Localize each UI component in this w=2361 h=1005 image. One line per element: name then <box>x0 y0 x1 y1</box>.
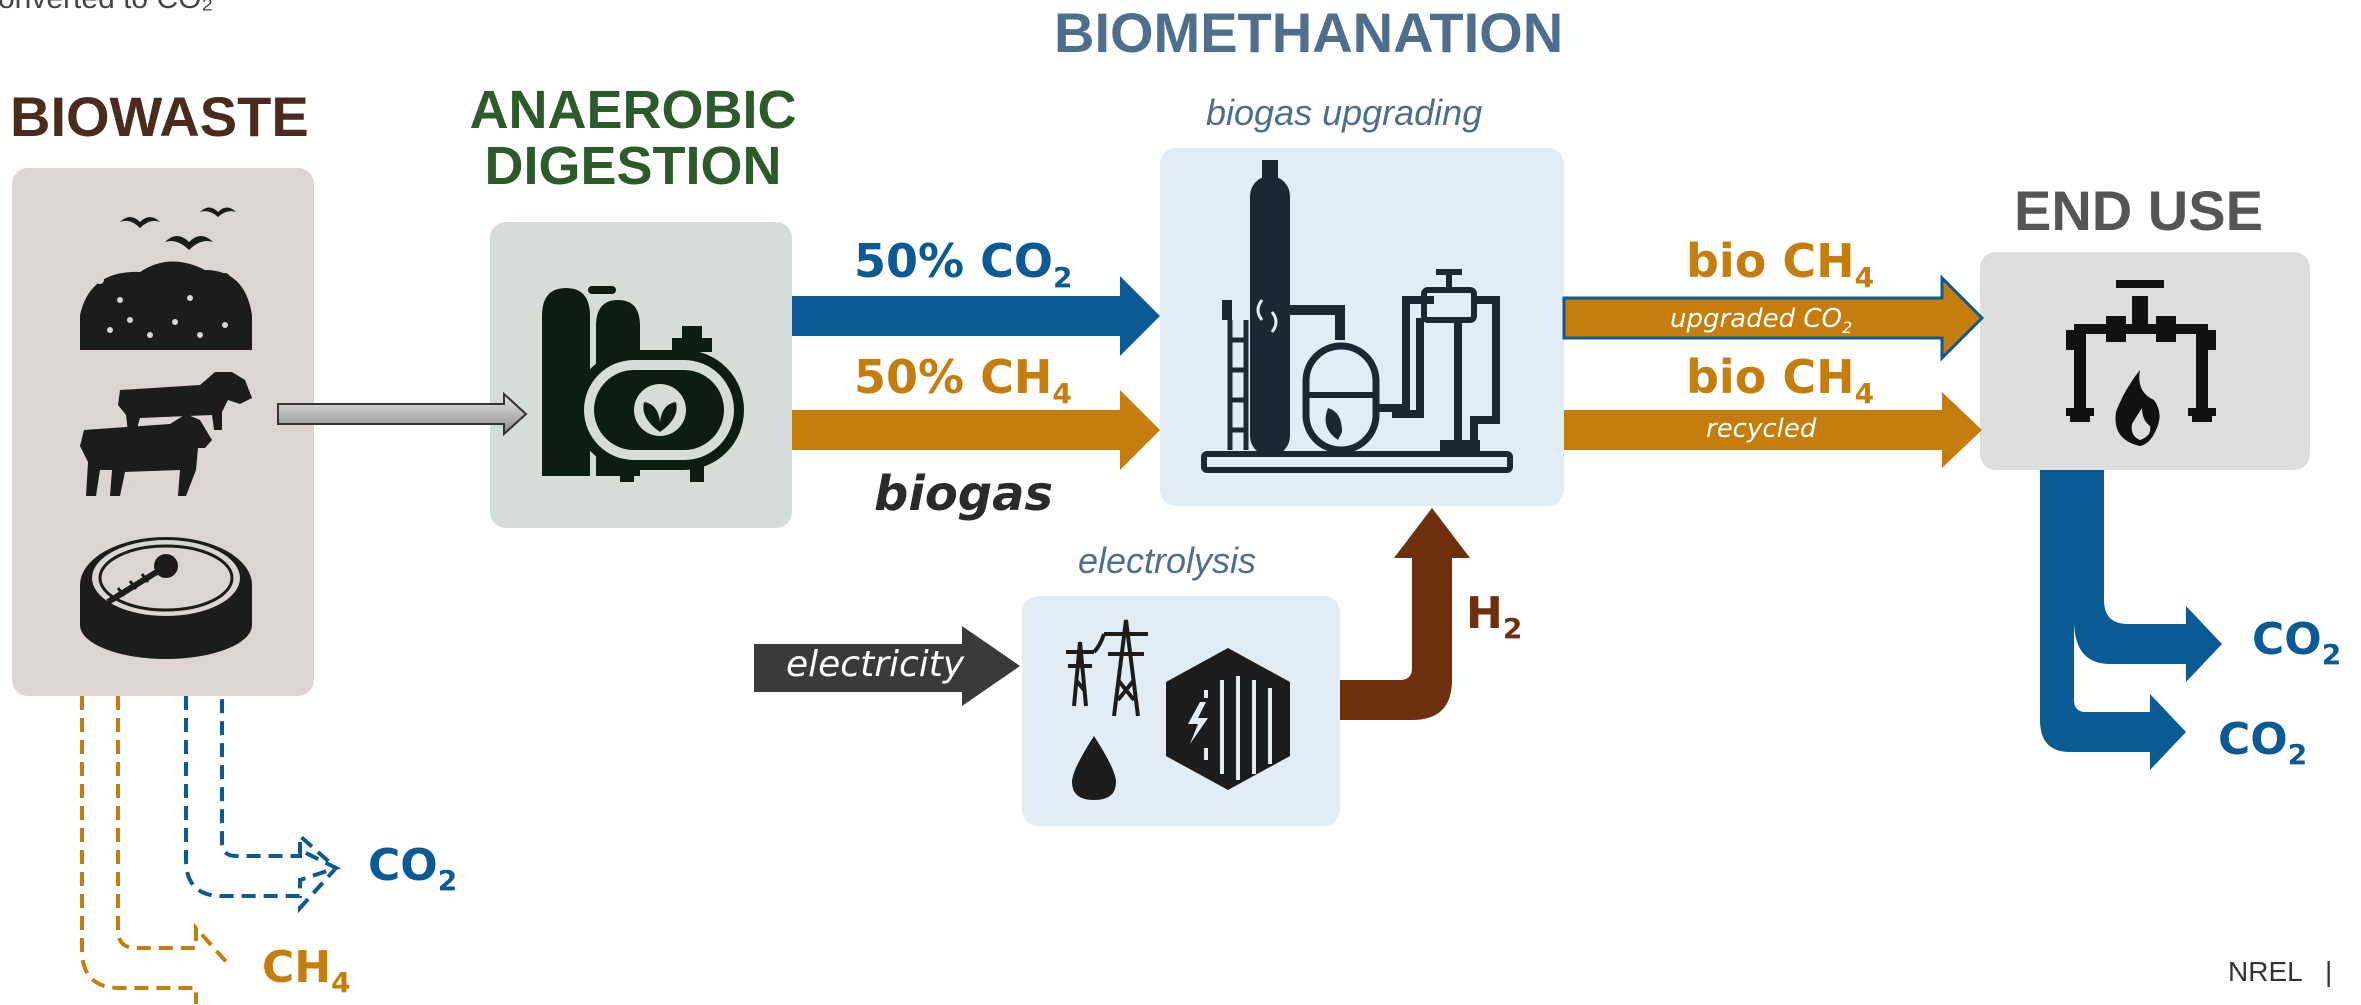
top-left-fragment: onverted to CO₂ <box>0 0 213 16</box>
digestion-title: ANAEROBIC DIGESTION <box>458 82 808 194</box>
electricity-label: electricity <box>786 644 965 685</box>
co2-fraction-label: 50% CO2 <box>854 234 1073 295</box>
co2-leak-arrow <box>184 696 342 914</box>
upgraded-flow-arrow <box>1562 274 1985 362</box>
biomethanation-title: BIOMETHANATION <box>1054 1 1564 64</box>
bio-ch4-upgraded-label: bio CH4 <box>1686 234 1875 295</box>
biowaste-title: BIOWASTE <box>10 85 309 148</box>
ch4-leak-label: CH4 <box>262 942 351 999</box>
cows-icon <box>80 372 252 496</box>
lagoon-icon <box>80 537 252 659</box>
ch4-flow-arrow <box>792 390 1160 470</box>
recycled-flow-arrow <box>1564 392 1982 468</box>
electrolysis-label: electrolysis <box>1078 540 1257 581</box>
feed-arrow <box>277 391 528 437</box>
h2-label: H2 <box>1466 588 1523 645</box>
power-towers-icon <box>1066 619 1148 717</box>
h2-flow-arrow <box>1340 508 1470 720</box>
ch4-fraction-label: 50% CH4 <box>854 350 1072 411</box>
water-drop-icon <box>1072 736 1116 800</box>
ch4-leak-arrow <box>80 696 232 1004</box>
co2-leak-label: CO2 <box>368 840 458 897</box>
digestion-title-line1: ANAEROBIC <box>469 80 797 140</box>
electrolyzer-icon <box>1166 648 1290 790</box>
biogas-upgrading-label: biogas upgrading <box>1206 92 1483 133</box>
co2-output-upper-label: CO2 <box>2252 614 2342 671</box>
recycled-label: recycled <box>1706 414 1817 444</box>
electricity-arrow <box>754 626 1020 706</box>
upgrading-plant-icon <box>1201 160 1513 473</box>
birds-and-compost-icon <box>80 207 252 350</box>
bio-ch4-recycled-label: bio CH4 <box>1686 350 1875 411</box>
co2-output-arrows <box>2040 470 2222 770</box>
end-use-title: END USE <box>2014 179 2263 242</box>
biogas-label: biogas <box>874 466 1054 522</box>
gas-pipe-flame-icon <box>2066 280 2216 446</box>
digester-icon <box>542 286 744 482</box>
upgraded-co2-label: upgraded CO2 <box>1670 304 1853 338</box>
footer-label: NREL | <box>2228 956 2333 987</box>
co2-flow-arrow <box>792 276 1160 356</box>
co2-output-lower-label: CO2 <box>2218 714 2308 771</box>
digestion-title-line2: DIGESTION <box>484 136 782 196</box>
